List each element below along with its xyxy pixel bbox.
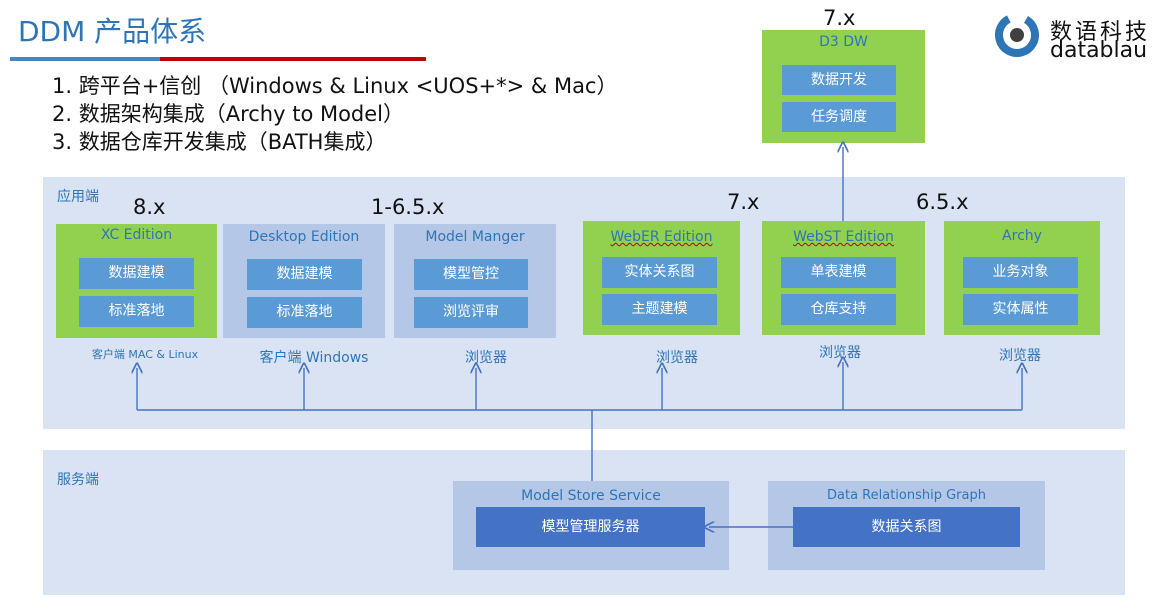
model-store-inner: 模型管理服务器 [476,507,705,547]
weber-edition-box: WebER Edition 实体关系图 主题建模 [583,221,740,335]
xc-edition-box: XC Edition 数据建模 标准落地 [56,224,217,338]
server-zone-label: 服务端 [57,472,99,488]
feature-item: 3. 数据仓库开发集成（BATH集成） [52,130,387,154]
d3dw-box: D3 DW 数据开发 任务调度 [762,30,925,143]
product-title: WebER Edition [610,229,713,245]
webst-edition-box: WebST Edition 单表建模 仓库支持 [762,221,925,335]
product-title: XC Edition [100,227,173,243]
product-caption: 客户端 MAC & Linux [91,348,199,361]
product-item: 实体关系图 [602,257,717,288]
version-label-desktop: 1-6.5.x [371,195,445,219]
product-caption: 浏览器 [465,350,507,366]
product-caption: 浏览器 [999,348,1041,364]
product-caption: 浏览器 [656,350,698,366]
product-item: 数据建模 [79,258,194,289]
d3dw-item: 任务调度 [782,102,896,132]
logo-text-en: datablau [1050,38,1148,63]
product-item: 模型管控 [414,259,528,290]
product-item: 业务对象 [963,257,1078,288]
product-caption: 浏览器 [819,345,861,361]
model-manger-box: Model Manger 模型管控 浏览评审 [394,224,556,338]
product-caption: 客户端 Windows [259,350,369,366]
d3dw-title: D3 DW [819,34,868,50]
data-relationship-graph-box: Data Relationship Graph 数据关系图 [768,481,1045,570]
product-title: WebST Edition [793,229,894,245]
feature-list: 1. 跨平台+信创 （Windows & Linux <UOS+*> & Mac… [52,72,617,156]
product-item: 标准落地 [247,297,362,328]
archy-box: Archy 业务对象 实体属性 [944,221,1100,335]
graph-title: Data Relationship Graph [827,488,986,503]
product-title: Archy [1002,228,1042,244]
product-item: 数据建模 [247,259,362,290]
product-title: Model Manger [425,229,525,245]
product-title: Desktop Edition [248,229,360,245]
page-title: DDM 产品体系 [18,15,207,48]
title-underline-red [160,57,426,61]
desktop-edition-box: Desktop Edition 数据建模 标准落地 [223,224,385,338]
graph-inner: 数据关系图 [793,507,1020,547]
product-item: 单表建模 [781,257,896,288]
product-item: 浏览评审 [414,297,528,328]
product-item: 实体属性 [963,294,1078,325]
title-underline-blue [10,57,160,61]
version-label-weber: 7.x [727,190,760,214]
version-label-archy: 6.5.x [916,190,969,214]
model-store-service-box: Model Store Service 模型管理服务器 [453,481,729,570]
client-zone-label: 应用端 [57,189,99,205]
feature-item: 2. 数据架构集成（Archy to Model） [52,102,405,126]
product-item: 主题建模 [602,294,717,325]
product-item: 仓库支持 [781,294,896,325]
model-store-title: Model Store Service [521,488,661,504]
logo-text-cn: 数语科技 [1050,20,1151,45]
datablau-logo-icon [994,12,1040,58]
d3dw-item: 数据开发 [782,65,896,95]
d3dw-version: 7.x [823,6,856,30]
feature-item: 1. 跨平台+信创 （Windows & Linux <UOS+*> & Mac… [52,74,618,98]
version-label-xc: 8.x [133,195,166,219]
product-item: 标准落地 [79,296,194,327]
